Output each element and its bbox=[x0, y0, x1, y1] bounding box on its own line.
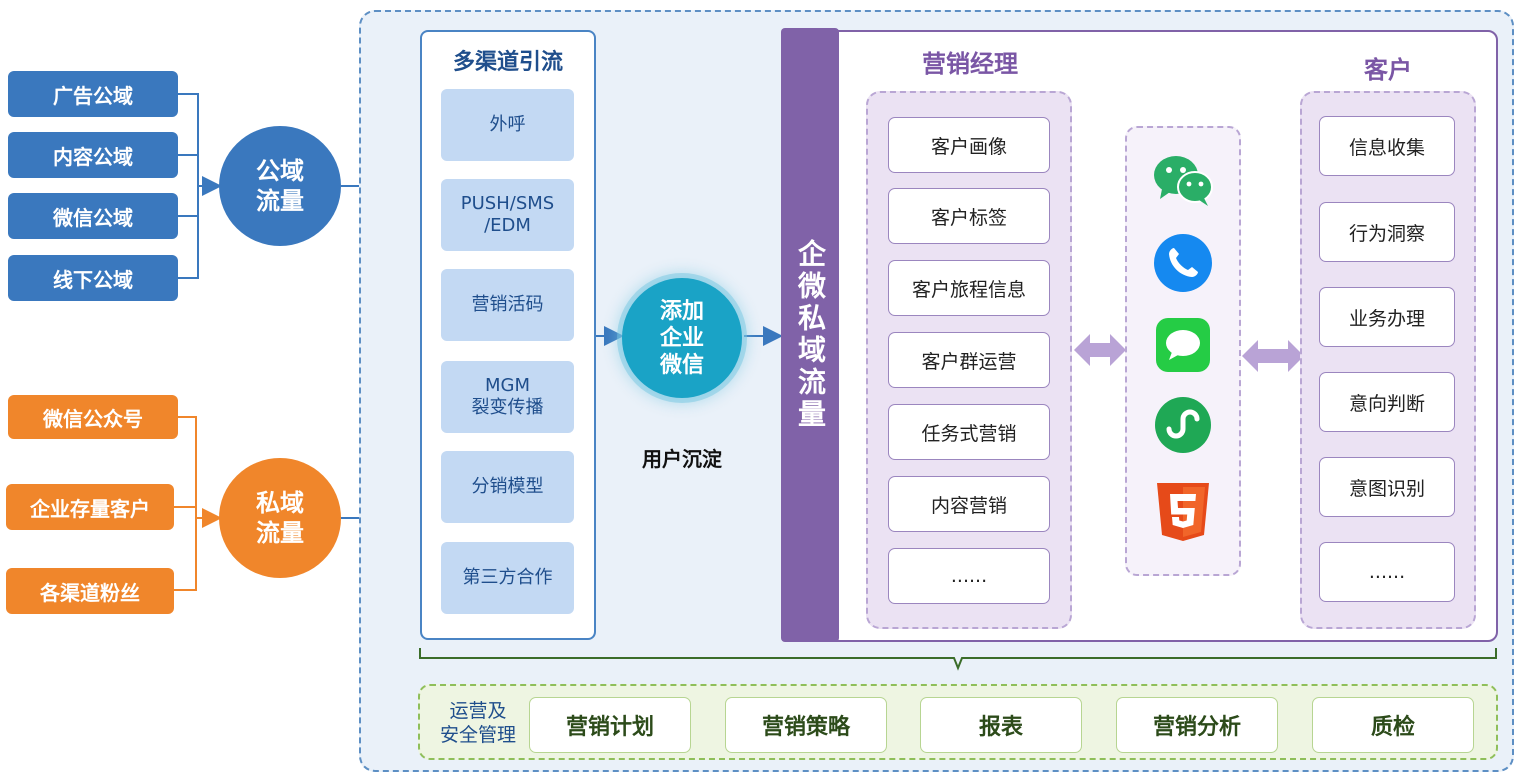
manager-item-group-ops: 客户群运营 bbox=[888, 332, 1050, 388]
user-settle-label: 用户沉淀 bbox=[642, 446, 722, 471]
channel-item-label: PUSH/SMS bbox=[460, 193, 555, 214]
channel-item-label: 分销模型 bbox=[471, 476, 544, 497]
channel-item-distribution: 分销模型 bbox=[441, 451, 574, 523]
mini-program-icon bbox=[1155, 397, 1211, 453]
public-traffic-line1: 公域 bbox=[256, 157, 304, 185]
customer-item-behavior: 行为洞察 bbox=[1319, 202, 1455, 262]
customer-item-business: 业务办理 bbox=[1319, 287, 1455, 347]
customer-title: 客户 bbox=[1364, 55, 1412, 84]
customer-item-more: ...... bbox=[1319, 542, 1455, 602]
source-public-wechat: 微信公域 bbox=[8, 193, 178, 239]
source-private-fans: 各渠道粉丝 bbox=[6, 568, 174, 614]
source-private-existing-customers: 企业存量客户 bbox=[6, 484, 174, 530]
private-traffic-line1: 私域 bbox=[256, 489, 304, 517]
add-wecom-line1: 添加 bbox=[659, 298, 704, 324]
phone-icon bbox=[1154, 234, 1212, 292]
ops-label-line1: 运营及 bbox=[449, 700, 507, 722]
customer-item-info-collect: 信息收集 bbox=[1319, 116, 1455, 176]
channel-item-push: PUSH/SMS /EDM bbox=[441, 179, 574, 251]
channel-item-label-2: /EDM bbox=[484, 215, 531, 236]
ops-item-analysis: 营销分析 bbox=[1116, 697, 1278, 753]
html5-icon bbox=[1157, 483, 1209, 541]
manager-item-portrait: 客户画像 bbox=[888, 117, 1050, 173]
private-traffic-line2: 流量 bbox=[256, 519, 304, 547]
channel-item-label: 营销活码 bbox=[471, 294, 544, 315]
channel-item-label: 第三方合作 bbox=[462, 567, 553, 588]
public-traffic-line2: 流量 bbox=[256, 187, 304, 215]
channel-item-label: MGM bbox=[484, 375, 530, 396]
add-wecom-line2: 企业 bbox=[659, 325, 704, 351]
manager-title: 营销经理 bbox=[922, 49, 1018, 78]
add-wecom-circle: 添加 企业 微信 bbox=[622, 278, 742, 398]
private-traffic-circle: 私域 流量 bbox=[219, 458, 341, 578]
channel-item-third-party: 第三方合作 bbox=[441, 542, 574, 614]
ops-item-report: 报表 bbox=[920, 697, 1082, 753]
message-icon bbox=[1156, 318, 1210, 372]
channel-item-label: 外呼 bbox=[489, 114, 526, 135]
channel-item-live-code: 营销活码 bbox=[441, 269, 574, 341]
double-arrow-right bbox=[1242, 340, 1304, 372]
wecom-private-bar: 企微私域流量 bbox=[781, 28, 839, 642]
source-public-ad: 广告公域 bbox=[8, 71, 178, 117]
ops-label-line2: 安全管理 bbox=[439, 724, 516, 746]
ops-item-strategy: 营销策略 bbox=[725, 697, 887, 753]
source-public-content: 内容公域 bbox=[8, 132, 178, 178]
channel-item-call: 外呼 bbox=[441, 89, 574, 161]
customer-item-intent-recognize: 意图识别 bbox=[1319, 457, 1455, 517]
manager-item-journey: 客户旅程信息 bbox=[888, 260, 1050, 316]
wechat-icon bbox=[1154, 156, 1213, 206]
bottom-brace bbox=[419, 648, 1497, 671]
ops-item-plan: 营销计划 bbox=[529, 697, 691, 753]
source-private-official-account: 微信公众号 bbox=[8, 395, 178, 439]
manager-item-task-marketing: 任务式营销 bbox=[888, 404, 1050, 460]
manager-item-content-marketing: 内容营销 bbox=[888, 476, 1050, 532]
channels-title: 多渠道引流 bbox=[452, 50, 563, 75]
channel-item-mgm: MGM 裂变传播 bbox=[441, 361, 574, 433]
double-arrow-left bbox=[1074, 334, 1126, 366]
ops-label: 运营及 安全管理 bbox=[432, 694, 524, 752]
source-public-offline: 线下公域 bbox=[8, 255, 178, 301]
manager-item-more: ...... bbox=[888, 548, 1050, 604]
channel-item-label-2: 裂变传播 bbox=[471, 397, 544, 418]
customer-item-intent-judge: 意向判断 bbox=[1319, 372, 1455, 432]
manager-item-tags: 客户标签 bbox=[888, 188, 1050, 244]
public-traffic-circle: 公域 流量 bbox=[219, 126, 341, 246]
customer-column bbox=[1300, 91, 1476, 629]
ops-item-quality: 质检 bbox=[1312, 697, 1474, 753]
add-wecom-line3: 微信 bbox=[659, 352, 704, 378]
